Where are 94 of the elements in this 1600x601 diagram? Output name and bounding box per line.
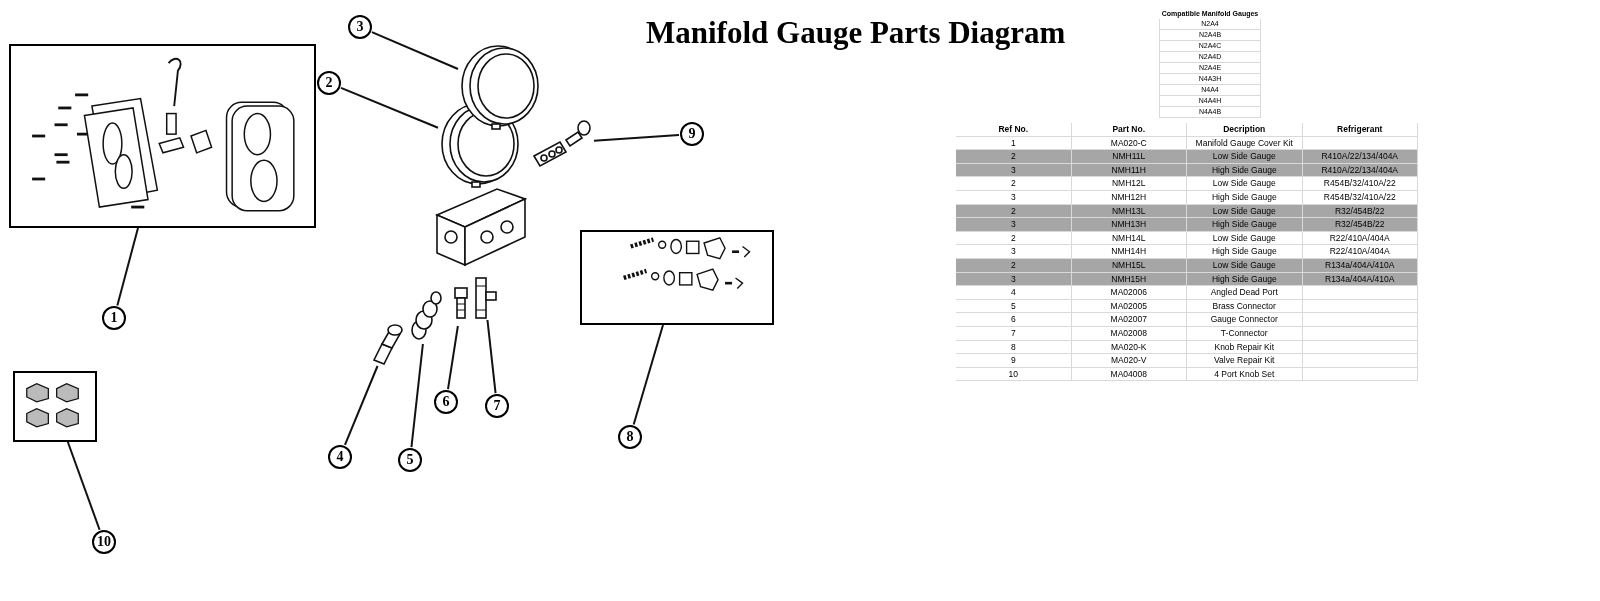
table-cell: NMH11L (1071, 150, 1187, 163)
table-cell: 3 (956, 163, 1072, 177)
table-cell: 1 (956, 136, 1072, 150)
diagram-title: Manifold Gauge Parts Diagram (646, 14, 1066, 52)
callout-number: 5 (398, 448, 422, 472)
leader-line (343, 365, 379, 446)
valve-kit-drawing (530, 118, 594, 168)
table-cell: 4 (956, 286, 1072, 299)
table-cell: 4 Port Knob Set (1187, 367, 1303, 381)
table-cell: NMH14L (1071, 231, 1187, 245)
table-cell: 3 (956, 190, 1072, 204)
callout-number: 2 (317, 71, 341, 95)
table-cell: MA02006 (1071, 286, 1187, 299)
leader-line (66, 441, 101, 531)
callout-number: 8 (618, 425, 642, 449)
table-cell: 3 (956, 272, 1072, 286)
table-cell: R134a/404A/410A (1302, 272, 1418, 286)
table-cell: 9 (956, 354, 1072, 367)
table-cell: R22/410A/404A (1302, 245, 1418, 258)
callout-number: 9 (680, 122, 704, 146)
table-cell: Manifold Gauge Cover Kit (1187, 136, 1303, 150)
table-cell: Gauge Connector (1187, 313, 1303, 326)
table-cell: 6 (956, 313, 1072, 326)
knob-kit-frame (580, 230, 774, 325)
table-cell: MA020-K (1071, 340, 1187, 354)
table-cell: Low Side Gauge (1187, 204, 1303, 218)
table-cell: 5 (956, 299, 1072, 313)
leader-line (116, 227, 139, 307)
callout-number: 10 (92, 530, 116, 554)
table-cell: NMH12L (1071, 177, 1187, 190)
table-cell: R454B/32/410A/22 (1302, 190, 1418, 204)
table-cell: MA02005 (1071, 299, 1187, 313)
table-cell: MA04008 (1071, 367, 1187, 381)
table-header: Ref No. (956, 123, 1072, 136)
table-cell: 7 (956, 326, 1072, 340)
table-cell: 2 (956, 231, 1072, 245)
callout-number: 7 (485, 394, 509, 418)
table-cell: 2 (956, 150, 1072, 163)
table-cell: T-Connector (1187, 326, 1303, 340)
leader-line (486, 319, 497, 395)
table-cell: High Side Gauge (1187, 163, 1303, 177)
table-cell: R454B/32/410A/22 (1302, 177, 1418, 190)
table-cell: R22/410A/404A (1302, 231, 1418, 245)
table-cell: 2 (956, 177, 1072, 190)
table-cell: R134a/404A/410A (1302, 258, 1418, 272)
table-cell: Valve Repair Kit (1187, 354, 1303, 367)
table-cell: 3 (956, 245, 1072, 258)
table-cell: MA02007 (1071, 313, 1187, 326)
table-cell: 8 (956, 340, 1072, 354)
table-cell: High Side Gauge (1187, 245, 1303, 258)
table-cell: NMH15L (1071, 258, 1187, 272)
table-header: Part No. (1071, 123, 1187, 136)
table-cell: NMH12H (1071, 190, 1187, 204)
t-connector-drawing (472, 276, 498, 320)
leader-line (593, 133, 681, 142)
gauge-drawing (458, 44, 542, 130)
table-cell: 2 (956, 204, 1072, 218)
table-cell: R32/454B/22 (1302, 204, 1418, 218)
table-header: Decription (1187, 123, 1303, 136)
table-cell: NMH14H (1071, 245, 1187, 258)
callout-number: 6 (434, 390, 458, 414)
table-cell: NMH11H (1071, 163, 1187, 177)
table-cell: NMH15H (1071, 272, 1187, 286)
table-cell: High Side Gauge (1187, 190, 1303, 204)
leader-line (410, 343, 424, 449)
leader-line (632, 324, 664, 426)
table-cell: 10 (956, 367, 1072, 381)
table-cell: R410A/22/134/404A (1302, 150, 1418, 163)
table-cell: Low Side Gauge (1187, 177, 1303, 190)
table-cell: Brass Connector (1187, 299, 1303, 313)
leader-line (340, 86, 439, 129)
table-cell: R410A/22/134/404A (1302, 163, 1418, 177)
table-cell: MA02008 (1071, 326, 1187, 340)
cover-kit-frame (9, 44, 316, 228)
table-header: Refrigerant (1302, 123, 1418, 136)
table-cell: Low Side Gauge (1187, 150, 1303, 163)
callout-number: 3 (348, 15, 372, 39)
knob-set-frame (13, 371, 97, 442)
table-cell: MA020-V (1071, 354, 1187, 367)
table-cell: 2 (956, 258, 1072, 272)
table-cell: R32/454B/22 (1302, 218, 1418, 231)
table-cell: Low Side Gauge (1187, 231, 1303, 245)
table-cell: High Side Gauge (1187, 272, 1303, 286)
table-cell: Angled Dead Port (1187, 286, 1303, 299)
table-cell: Low Side Gauge (1187, 258, 1303, 272)
table-cell: NMH13H (1071, 218, 1187, 231)
callout-number: 4 (328, 445, 352, 469)
table-cell: NMH13L (1071, 204, 1187, 218)
table-cell: MA020-C (1071, 136, 1187, 150)
callout-number: 1 (102, 306, 126, 330)
table-cell: 3 (956, 218, 1072, 231)
table-cell: High Side Gauge (1187, 218, 1303, 231)
table-cell: Knob Repair Kit (1187, 340, 1303, 354)
leader-line (447, 325, 459, 391)
